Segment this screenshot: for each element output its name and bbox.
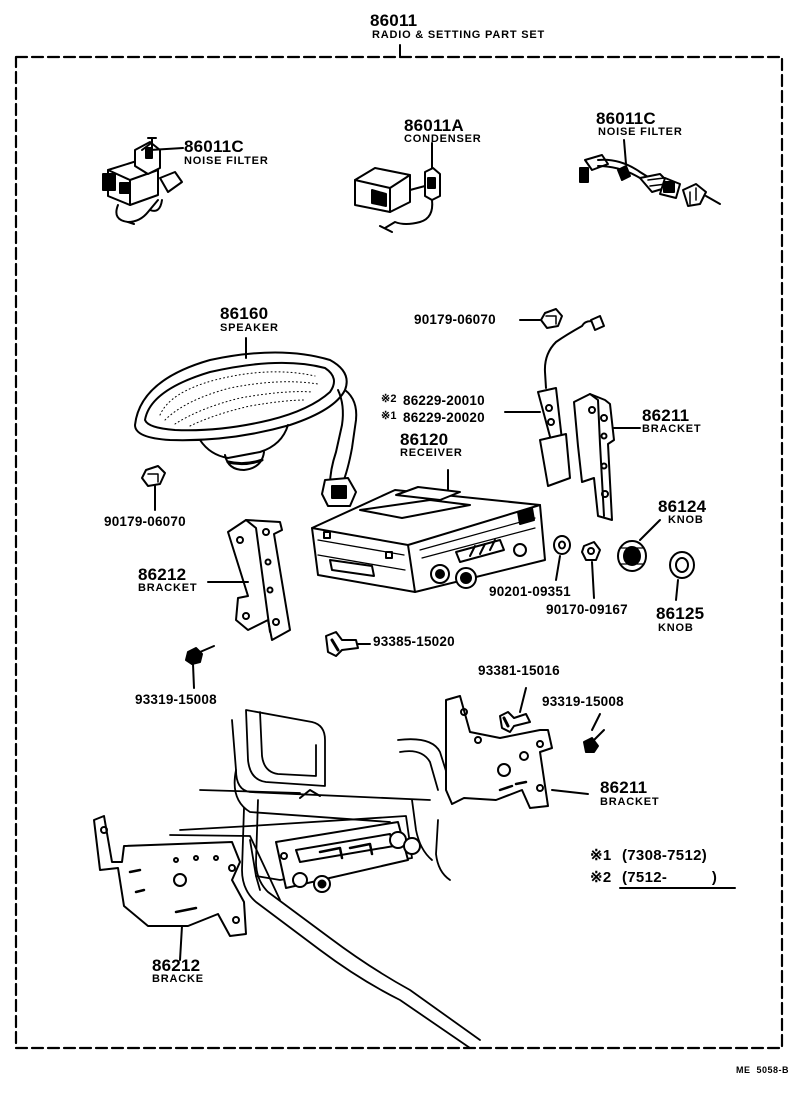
bracket-right-upper-number: 86211 — [642, 406, 690, 425]
bracket-right-upper-label: BRACKET — [642, 423, 702, 435]
noise-filter-left-number: 86011C — [184, 137, 244, 156]
bracket-right-upper-part — [573, 393, 641, 521]
washer-90170-part — [581, 541, 601, 599]
screw-93385-part — [325, 631, 371, 657]
note-2-range: (7512- ) — [622, 869, 718, 886]
noise-filter-right-label: NOISE FILTER — [598, 126, 683, 138]
installed-radio — [275, 789, 421, 893]
screw-93319-right-part — [583, 713, 605, 753]
noise-filter-left-label: NOISE FILTER — [184, 155, 269, 167]
screw-93319-left-number: 93319-15008 — [135, 692, 217, 707]
receiver-part — [311, 469, 546, 593]
set-number: 86011 — [370, 11, 418, 30]
screw-93319-left-part — [185, 645, 215, 689]
condenser-number: 86011A — [404, 116, 464, 135]
speaker-label: SPEAKER — [220, 322, 279, 334]
knob-86124-part — [617, 519, 661, 572]
bracket-left-upper-part — [207, 519, 291, 641]
knob-86124-number: 86124 — [658, 497, 707, 516]
knob-86125-part — [669, 551, 695, 601]
bracket-right-lower-label: BRACKET — [600, 796, 660, 808]
knob-86125-label: KNOB — [658, 622, 694, 634]
condenser-part — [354, 142, 441, 233]
set-name: RADIO & SETTING PART SET — [372, 29, 546, 41]
washer-90170-number: 90170-09167 — [546, 602, 628, 617]
noise-filter-right-number: 86011C — [596, 109, 656, 128]
screw-93381-number: 93381-15016 — [478, 663, 560, 678]
speaker-part — [134, 337, 358, 507]
speaker-number: 86160 — [220, 304, 269, 323]
nut-left-part — [141, 465, 166, 511]
bracket-left-lower-label: BRACKE — [152, 973, 204, 985]
washer-90201-number: 90201-09351 — [489, 584, 571, 599]
footer-code: ME 5058-B — [736, 1065, 790, 1075]
nut-upper-part — [519, 308, 563, 329]
nut-upper-number: 90179-06070 — [414, 312, 496, 327]
bracket-left-upper-label: BRACKET — [138, 582, 198, 594]
ground-wire-part — [504, 315, 605, 487]
wire-alt-1-number: 86229-20020 — [403, 410, 485, 425]
bracket-right-lower-number: 86211 — [600, 778, 648, 797]
receiver-label: RECEIVER — [400, 447, 463, 459]
bracket-left-upper-number: 86212 — [138, 565, 187, 584]
screw-93385-number: 93385-15020 — [373, 634, 455, 649]
note-2-marker: ※2 — [590, 869, 612, 886]
set-boundary — [14, 55, 784, 1050]
noise-filter-left-part — [102, 137, 184, 225]
note-1-marker: ※1 — [590, 847, 612, 864]
note-1-range: (7308-7512) — [622, 847, 708, 864]
wire-alt-1-marker: ※1 — [381, 410, 397, 422]
knob-86125-number: 86125 — [656, 604, 705, 623]
wire-alt-2-number: 86229-20010 — [403, 393, 485, 408]
knob-86124-label: KNOB — [668, 514, 704, 526]
bracket-left-lower-part — [93, 815, 247, 961]
vehicle-dashboard — [169, 709, 481, 1049]
screw-93381-part — [499, 687, 531, 733]
noise-filter-right-part — [579, 139, 721, 207]
receiver-number: 86120 — [400, 430, 449, 449]
condenser-label: CONDENSER — [404, 133, 482, 145]
wire-alt-2-marker: ※2 — [381, 393, 397, 405]
bracket-left-lower-number: 86212 — [152, 956, 201, 975]
screw-93319-right-number: 93319-15008 — [542, 694, 624, 709]
nut-left-number: 90179-06070 — [104, 514, 186, 529]
bracket-right-lower-part — [445, 695, 589, 809]
washer-90201-part — [553, 535, 571, 581]
